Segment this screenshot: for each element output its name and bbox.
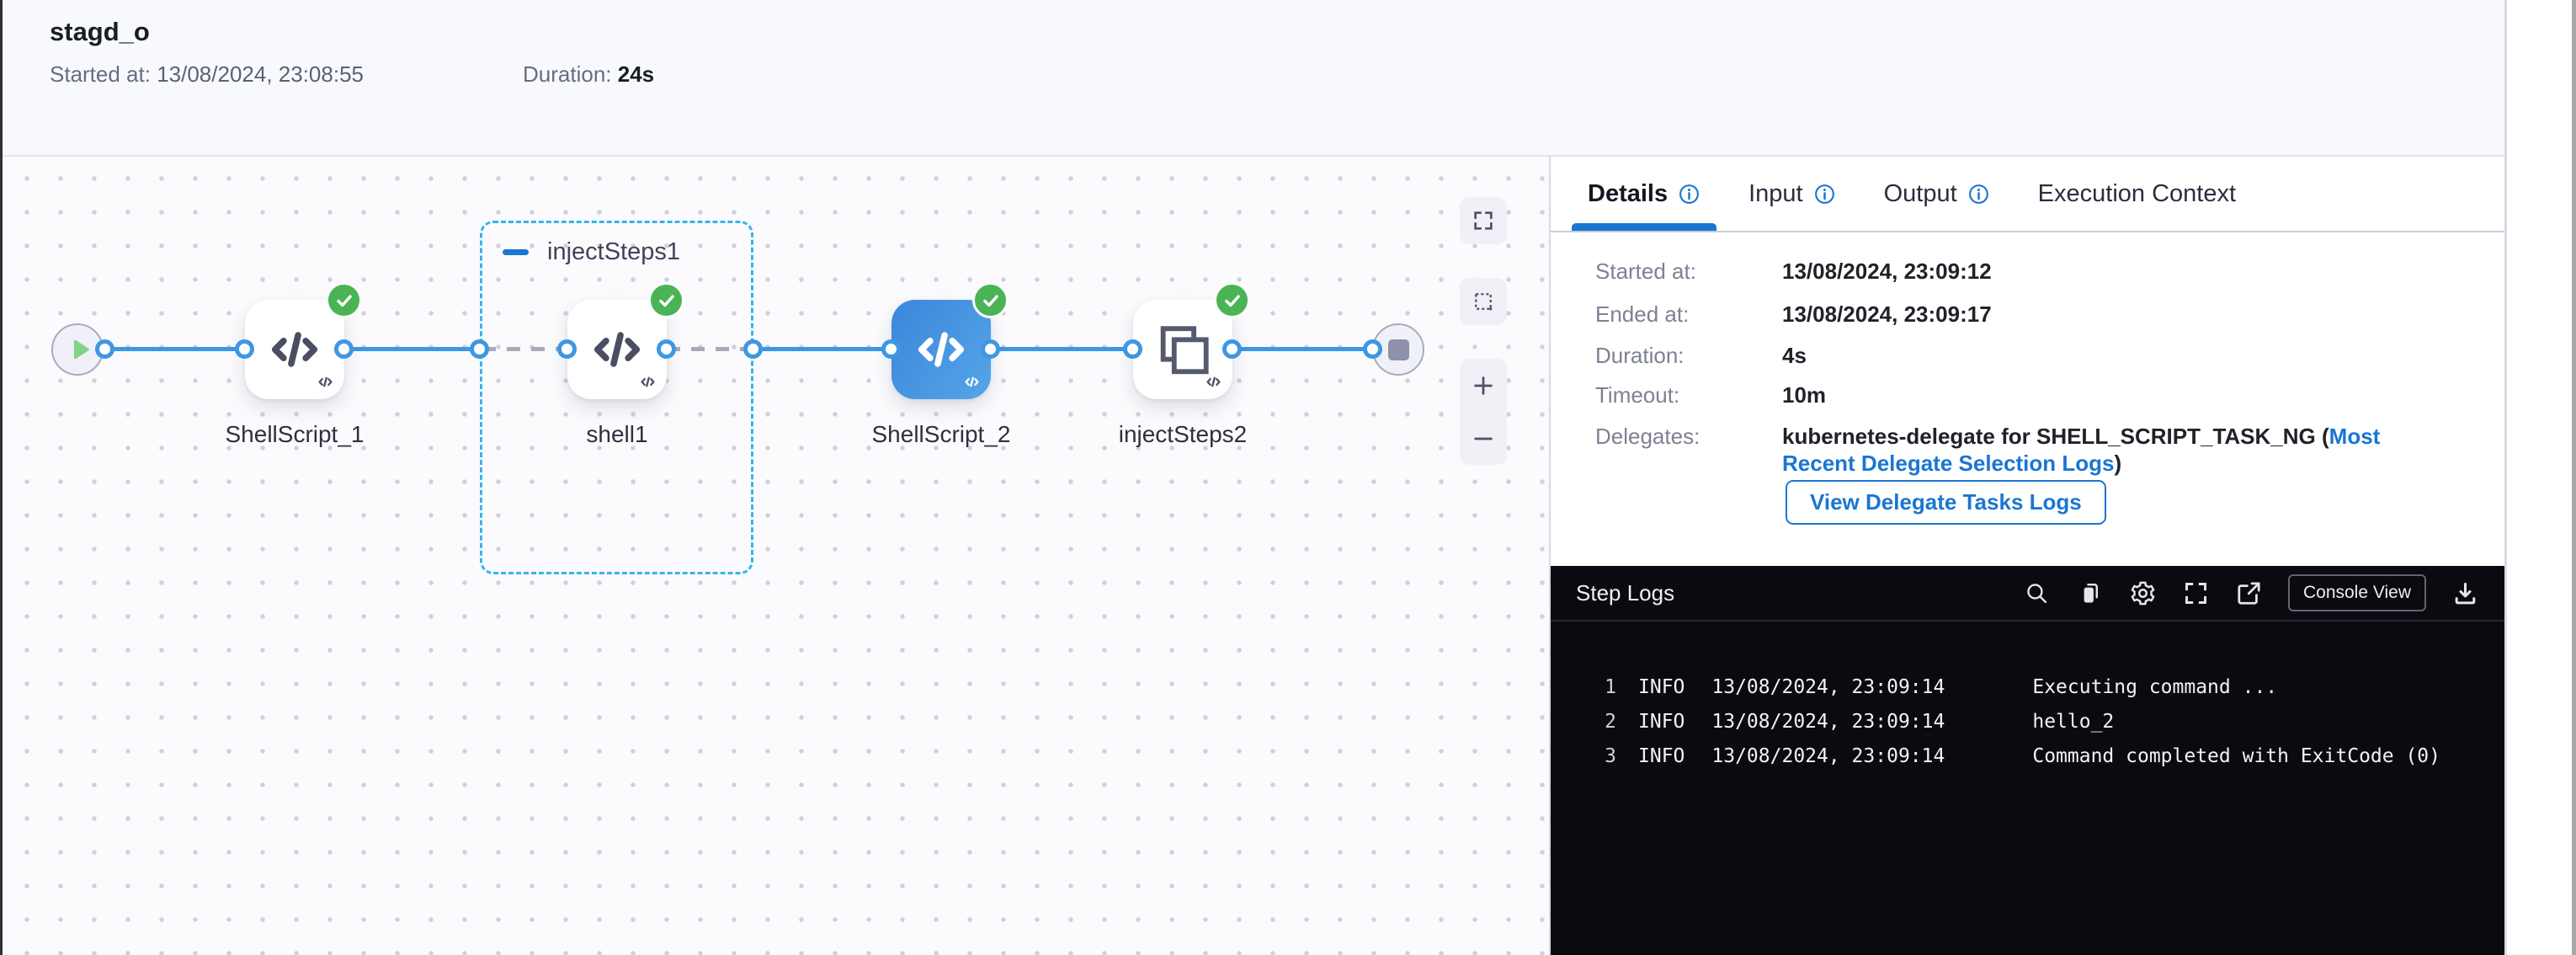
log-line: 2INFO13/08/2024, 23:09:14hello_2 [1594,705,2504,739]
started-label: Started at: [50,61,151,87]
left-edge-strip [0,0,3,955]
link-point[interactable] [1363,339,1382,359]
started-value: 13/08/2024, 23:08:55 [157,61,364,87]
shell-script-mini-icon [316,372,335,392]
step-node-label: injectSteps2 [1073,421,1292,448]
step-group-header: injectSteps1 [503,238,680,266]
zoom-in-button[interactable] [1460,360,1507,411]
connector-line [753,347,891,351]
success-badge [648,282,684,318]
collapse-group-icon[interactable] [503,249,529,255]
tab-output[interactable]: Output [1884,180,1990,208]
duration-label: Duration: [523,61,612,87]
info-icon[interactable] [1813,183,1836,205]
open-in-new-icon [2235,579,2263,607]
link-point[interactable] [981,339,1000,359]
details-tabs: Details Input Output Execution Context [1551,157,2504,232]
tab-input[interactable]: Input [1748,180,1836,208]
link-point[interactable] [881,339,901,359]
link-point[interactable] [235,339,254,359]
step-node-label: ShellScript_1 [185,421,404,448]
log-copy-button[interactable] [2076,579,2104,607]
fullscreen-icon [1472,209,1495,232]
tab-details[interactable]: Details [1588,180,1700,208]
right-empty-column [2504,0,2576,955]
success-badge [972,282,1009,318]
tab-execution-context[interactable]: Execution Context [2038,180,2236,208]
console-view-button[interactable]: Console View [2288,574,2426,611]
zoom-controls [1460,359,1507,465]
shell-script-mini-icon [1204,372,1223,392]
step-node-injectsteps2[interactable] [1133,300,1232,399]
code-icon [588,320,647,379]
step-logs-title: Step Logs [1576,580,1674,606]
delegates-value: kubernetes-delegate for SHELL_SCRIPT_TAS… [1782,423,2430,477]
log-fullscreen-button[interactable] [2182,579,2210,607]
connector-line [344,347,480,351]
success-badge [1214,282,1250,318]
link-point[interactable] [557,339,577,359]
info-icon[interactable] [1967,183,1990,205]
log-output[interactable]: 1INFO13/08/2024, 23:09:14Executing comma… [1551,622,2504,774]
success-badge [326,282,362,318]
marquee-select-icon [1472,290,1495,313]
step-node-shellscript-1[interactable] [245,300,344,399]
log-settings-button[interactable] [2129,579,2157,607]
link-point[interactable] [657,339,676,359]
stage-title: stagd_o [50,17,150,47]
log-open-in-new-button[interactable] [2235,579,2263,607]
stage-duration: Duration: 24s [523,61,654,88]
duration-value: 24s [618,61,654,87]
link-point[interactable] [470,339,489,359]
stage-started-at: Started at: 13/08/2024, 23:08:55 [50,61,364,88]
shell-script-mini-icon [638,372,657,392]
log-search-button[interactable] [2023,579,2051,607]
connector-line [991,347,1133,351]
download-icon [2451,579,2479,607]
play-icon [61,335,94,364]
log-line: 3INFO13/08/2024, 23:09:14Command complet… [1594,739,2504,774]
gear-icon [2129,579,2157,607]
step-logs-console: Step Logs Console View [1551,566,2504,955]
plus-icon [1471,373,1496,398]
fullscreen-icon [2182,579,2210,607]
step-group-squares-icon [1153,320,1212,379]
code-icon [265,320,324,379]
view-delegate-tasks-logs-button[interactable]: View Delegate Tasks Logs [1786,480,2106,525]
active-tab-underline [1572,223,1716,231]
minus-icon [1471,426,1496,451]
canvas-fullscreen-button[interactable] [1460,197,1507,244]
marquee-select-button[interactable] [1460,278,1507,325]
step-node-shell1[interactable] [567,300,667,399]
step-node-label: ShellScript_2 [832,421,1051,448]
link-point[interactable] [95,339,114,359]
step-node-label: shell1 [508,421,726,448]
link-point[interactable] [1123,339,1142,359]
step-details-panel: Details Input Output Execution Context [1549,157,2504,955]
step-node-shellscript-2-selected[interactable] [891,300,991,399]
link-point[interactable] [743,339,763,359]
code-icon [912,320,971,379]
link-point[interactable] [334,339,354,359]
zoom-out-button[interactable] [1460,413,1507,464]
copy-icon [2076,579,2104,607]
info-icon[interactable] [1678,183,1700,205]
log-download-button[interactable] [2451,579,2479,607]
step-logs-header: Step Logs Console View [1551,566,2504,622]
log-line: 1INFO13/08/2024, 23:09:14Executing comma… [1594,670,2504,705]
stop-icon [1388,339,1409,360]
stage-header: stagd_o Started at: 13/08/2024, 23:08:55… [0,0,2504,157]
shell-script-mini-icon [962,372,982,392]
search-icon [2023,579,2051,607]
step-group-label: injectSteps1 [547,238,680,266]
link-point[interactable] [1222,339,1242,359]
pipeline-canvas[interactable]: injectSteps1 [0,157,1549,955]
